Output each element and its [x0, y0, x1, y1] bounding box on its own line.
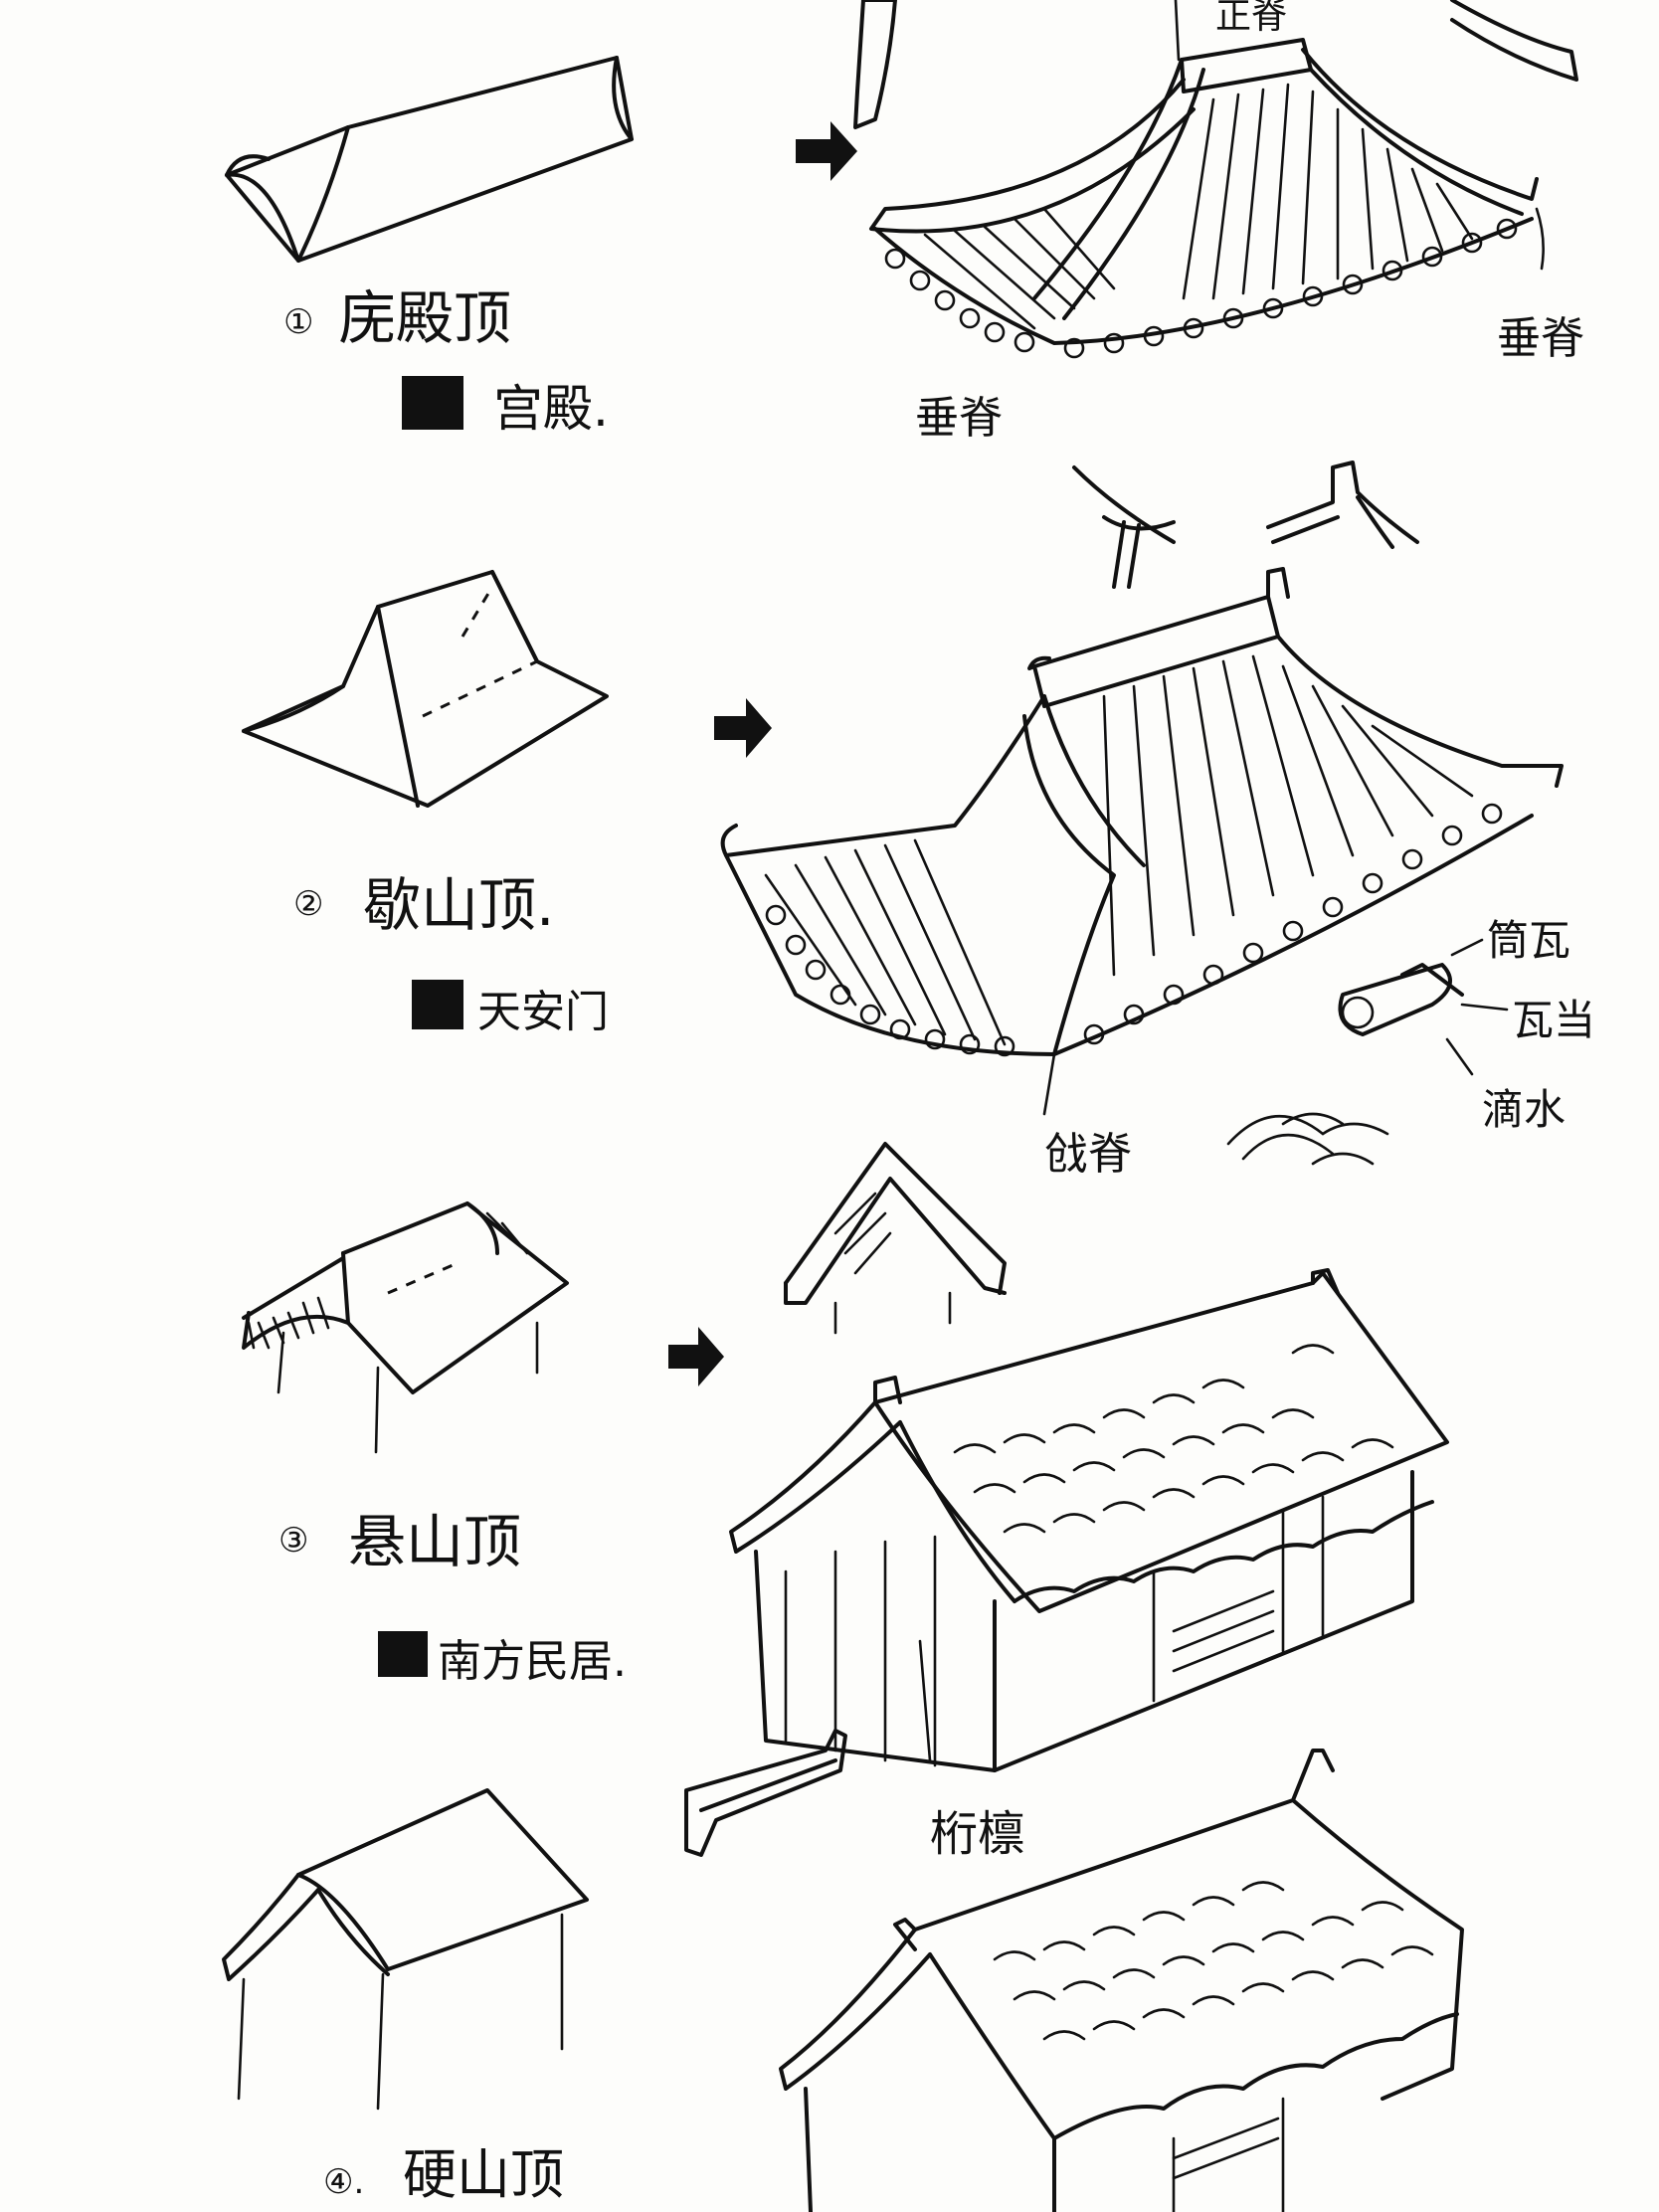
type-3-number: ③ [278, 1521, 308, 1561]
label-qiangji: 戗脊 [1044, 1129, 1132, 1180]
purlin-detail-sketch [684, 1729, 847, 1857]
example-marker-2 [412, 980, 463, 1029]
gable-end-detail-sketch [784, 1142, 1007, 1335]
hip-roof-detailed-sketch [853, 0, 1578, 359]
label-tongwa: 筒瓦 [1487, 916, 1570, 965]
type-1-example: 宫殿. [493, 380, 609, 438]
type-2-name: 歇山顶. [363, 871, 554, 939]
type-3-example: 南方民居. [438, 1636, 627, 1687]
label-linjuan: 桁檩 [930, 1806, 1025, 1862]
overhanging-gable-roof-detailed-sketch [729, 1268, 1449, 1772]
type-4-name: 硬山顶 [403, 2143, 564, 2206]
flush-gable-roof-detailed-sketch [779, 1749, 1464, 2212]
label-wadang: 瓦当 [1512, 996, 1595, 1044]
type-1-name: 庑殿顶 [338, 284, 511, 352]
type-2-example: 天安门 [477, 987, 609, 1037]
tile-detail-sketch [1338, 938, 1509, 1076]
overhanging-gable-roof-simple-sketch [242, 1201, 569, 1454]
gable-hip-roof-simple-sketch [242, 570, 609, 808]
example-marker-1 [402, 376, 463, 430]
ridge-detail-sketches [1072, 461, 1419, 589]
label-dishui: 滴水 [1482, 1085, 1566, 1134]
flush-gable-roof-simple-sketch [222, 1788, 589, 2111]
type-3-name: 悬山顶 [348, 1508, 521, 1575]
tile-stack-sketch [1226, 1112, 1389, 1166]
arrow-icon-3 [668, 1327, 724, 1386]
label-zhengji: 正脊 [1215, 0, 1287, 37]
type-4-number: ④. [323, 2162, 364, 2202]
label-chuiji-left: 垂脊 [915, 393, 1003, 444]
hip-roof-simple-sketch [225, 56, 634, 263]
label-chuiji-right: 垂脊 [1497, 313, 1584, 364]
arrow-icon-2 [714, 698, 772, 758]
type-2-number: ② [293, 884, 323, 924]
gable-hip-roof-detailed-sketch [720, 567, 1564, 1116]
type-1-number: ① [283, 302, 313, 342]
example-marker-3 [378, 1631, 428, 1677]
arrow-icon-1 [796, 121, 857, 181]
